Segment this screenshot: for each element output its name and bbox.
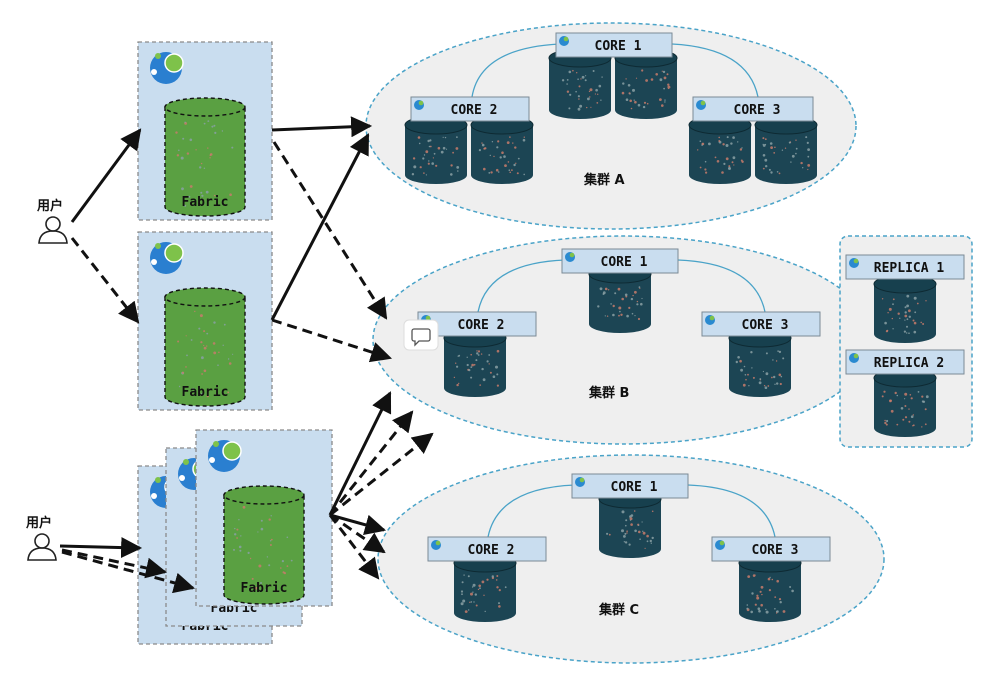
globe-icon <box>575 477 585 487</box>
cluster-a-core1-label: CORE 1 <box>555 32 673 58</box>
db-c-core2 <box>453 553 517 622</box>
globe-icon <box>849 258 859 268</box>
node-label-text: CORE 3 <box>752 543 799 558</box>
globe-icon <box>705 315 715 325</box>
cluster-c-name: 集群 C <box>598 602 639 618</box>
comment-icon[interactable] <box>403 319 439 351</box>
node-label-text: CORE 3 <box>734 103 781 118</box>
globe-icon <box>696 100 706 110</box>
fabric-panel-2: Fabric <box>137 231 273 411</box>
globe-icon <box>431 540 441 550</box>
db-b-core1 <box>588 264 652 333</box>
globe-icon <box>715 540 725 550</box>
core-links <box>471 43 776 538</box>
user-icon <box>27 533 57 561</box>
fabric-logo-icon <box>150 242 184 274</box>
fabric-logo-icon <box>150 52 184 84</box>
db-replica-1 <box>873 274 937 343</box>
db-replica-2 <box>873 368 937 437</box>
node-label-text: REPLICA 2 <box>874 356 944 371</box>
globe-icon <box>559 36 569 46</box>
node-label-text: CORE 2 <box>458 318 505 333</box>
cluster-a-name: 集群 A <box>583 172 625 188</box>
globe-icon <box>414 100 424 110</box>
replica-1-label: REPLICA 1 <box>845 254 965 280</box>
db-a-core2-1 <box>404 115 468 184</box>
cluster-b-core1-label: CORE 1 <box>561 248 679 274</box>
fabric-panel-stack-1: Fabric <box>195 429 333 607</box>
node-label-text: CORE 1 <box>611 480 658 495</box>
cluster-c-core2-label: CORE 2 <box>427 536 547 562</box>
db-b-core3 <box>728 328 792 397</box>
cluster-c-core3-label: CORE 3 <box>711 536 831 562</box>
node-label-text: REPLICA 1 <box>874 261 945 276</box>
fabric-label: Fabric <box>182 385 229 400</box>
db-c-core3 <box>738 553 802 622</box>
globe-icon <box>565 252 575 262</box>
db-a-core3-2 <box>754 115 818 184</box>
db-a-core1-2 <box>614 48 678 119</box>
db-b-core2 <box>443 328 507 397</box>
db-a-core3-1 <box>688 115 752 184</box>
node-label-text: CORE 2 <box>468 543 515 558</box>
cluster-b-core3-label: CORE 3 <box>701 311 821 337</box>
fabric-db <box>223 485 305 605</box>
node-label-text: CORE 1 <box>601 255 648 270</box>
user-bottom: 用户 <box>25 515 57 561</box>
user-icon <box>38 216 68 244</box>
node-label-text: CORE 2 <box>451 103 498 118</box>
db-a-core2-2 <box>470 115 534 184</box>
node-labels: CORE 1 CORE 2 CORE 3 CORE 1 CORE 2 CORE 3 CORE… <box>410 32 965 562</box>
fabric-label: Fabric <box>241 581 288 596</box>
fabric-db <box>164 97 246 217</box>
fabric-db <box>164 287 246 407</box>
user-top: 用户 <box>36 198 68 244</box>
cluster-b-name: 集群 B <box>588 385 629 401</box>
fabric-panel-1: Fabric <box>137 41 273 221</box>
cluster-a-core3-label: CORE 3 <box>692 96 814 122</box>
replica-2-label: REPLICA 2 <box>845 349 965 375</box>
user-bottom-label: 用户 <box>25 515 52 531</box>
arrows <box>59 116 434 594</box>
fabric-label: Fabric <box>182 195 229 210</box>
fabric-logo-icon <box>208 440 242 472</box>
db-a-core1-1 <box>548 48 612 119</box>
cluster-c-core1-label: CORE 1 <box>571 473 689 499</box>
node-label-text: CORE 1 <box>595 39 642 54</box>
globe-icon <box>849 353 859 363</box>
node-label-text: CORE 3 <box>742 318 789 333</box>
cluster-a-core2-label: CORE 2 <box>410 96 530 122</box>
db-c-core1 <box>598 489 662 558</box>
user-top-label: 用户 <box>36 198 63 214</box>
